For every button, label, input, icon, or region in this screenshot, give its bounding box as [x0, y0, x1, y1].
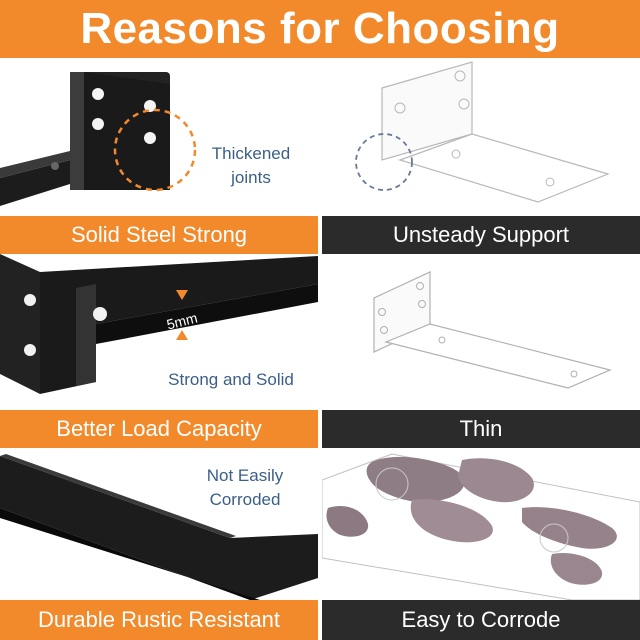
note-line-2: joints [231, 168, 271, 187]
band-label: Better Load Capacity [56, 416, 262, 441]
band-solid-steel-strong: Solid Steel Strong [0, 216, 318, 254]
band-better-load-capacity: Better Load Capacity [0, 410, 318, 448]
black-steel-plank-illustration [0, 454, 318, 600]
thick-bracket-closeup-illustration [0, 254, 318, 394]
band-thin: Thin [322, 410, 640, 448]
header-banner: Reasons for Choosing [0, 0, 640, 58]
right-panel-row2 [322, 254, 640, 410]
left-panel-row1: Thickened joints [0, 58, 318, 216]
thickened-joints-note: Thickened joints [196, 142, 306, 190]
right-panel-row3 [322, 448, 640, 600]
thick-bracket-illustration [0, 72, 197, 206]
note-line-2: Corroded [209, 490, 281, 509]
note-line-1: Not Easily [206, 466, 284, 485]
corroded-plank-illustration [322, 453, 640, 600]
not-easily-corroded-note: Not Easily Corroded [190, 464, 300, 512]
band-easy-to-corrode: Easy to Corrode [322, 600, 640, 640]
left-panel-row3: Not Easily Corroded [0, 448, 318, 600]
right-panel-row1 [322, 58, 640, 216]
band-label: Solid Steel Strong [70, 222, 248, 247]
band-label: Easy to Corrode [401, 607, 561, 632]
note-line-1: Thickened [211, 144, 291, 163]
thin-bracket-outline-illustration [355, 61, 610, 203]
band-unsteady-support: Unsteady Support [322, 216, 640, 254]
page-title: Reasons for Choosing [80, 4, 560, 53]
band-label: Durable Rustic Resistant [37, 607, 281, 632]
band-label: Unsteady Support [392, 222, 570, 247]
left-panel-row2: 5mm Strong and Solid [0, 254, 318, 410]
band-durable-rustic-resistant: Durable Rustic Resistant [0, 600, 318, 640]
thin-bracket-illustration [373, 271, 612, 389]
strong-and-solid-note: Strong and Solid [168, 370, 294, 389]
band-label: Thin [459, 416, 503, 441]
